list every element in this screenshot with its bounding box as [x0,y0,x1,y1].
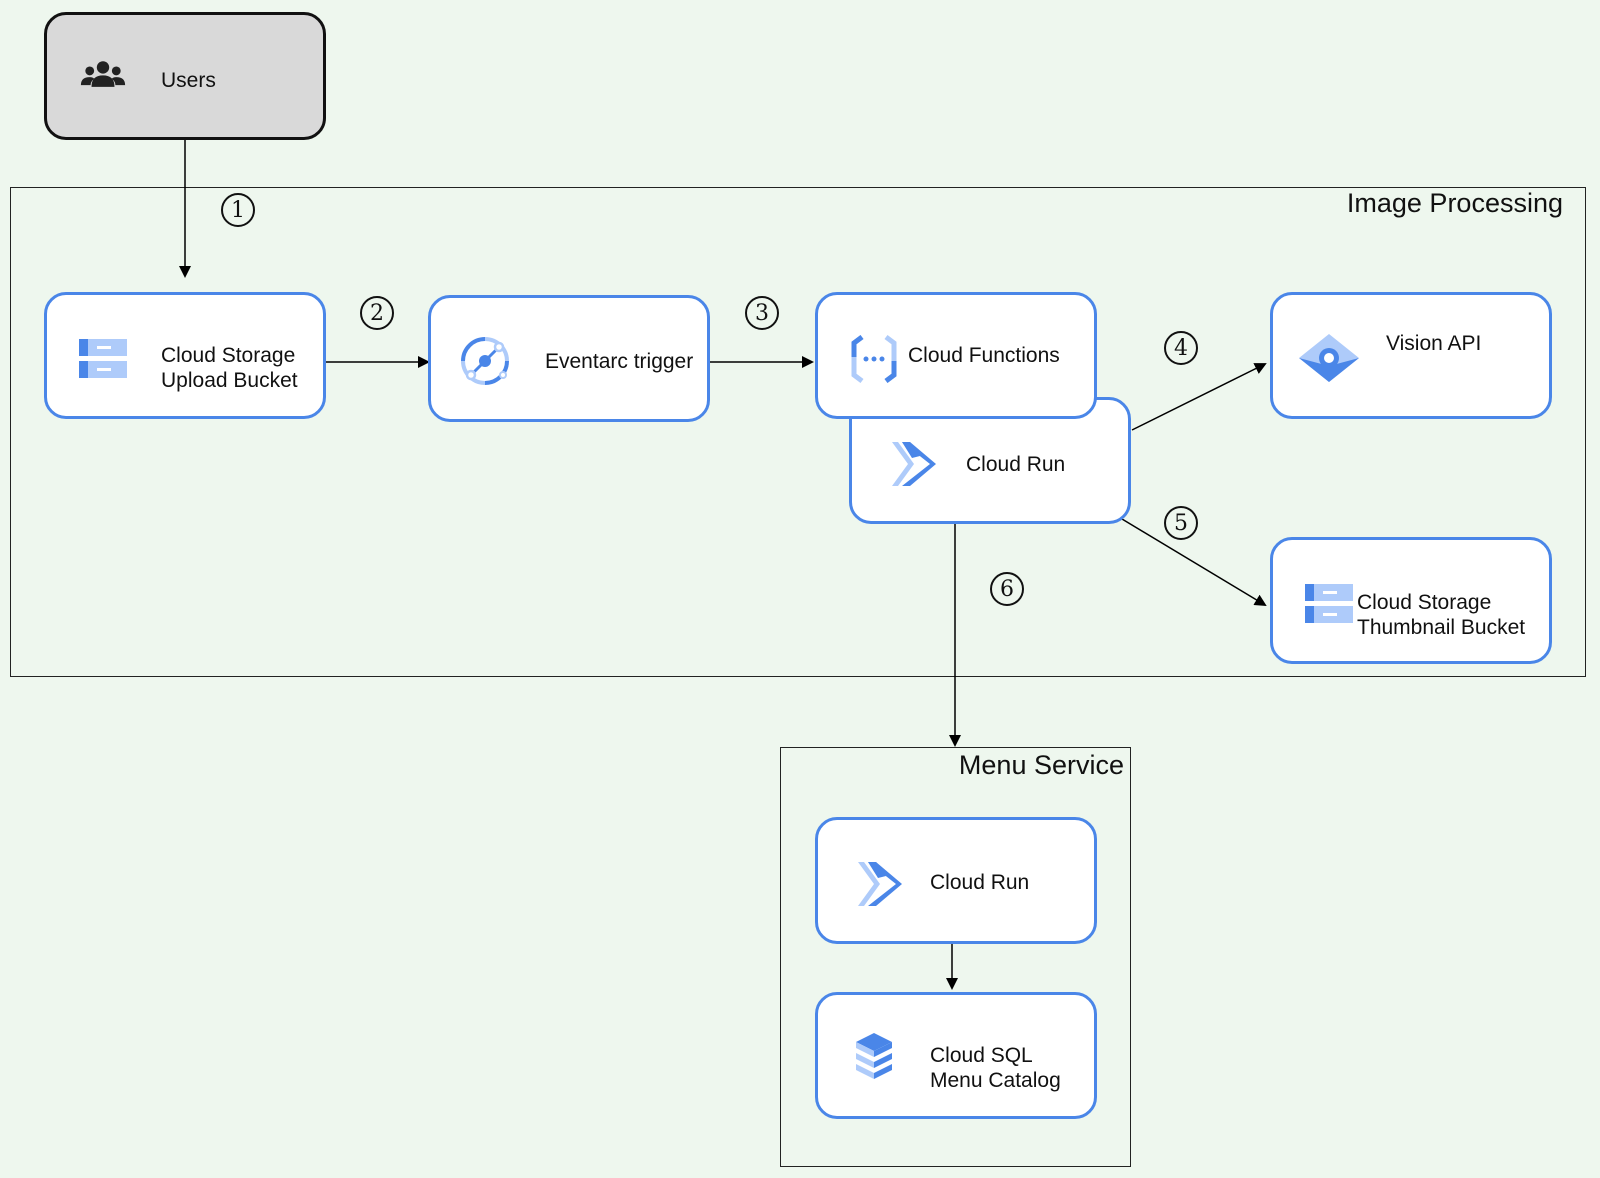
cloud-storage-icon [1305,584,1353,623]
menu-service-title: Menu Service [958,750,1124,780]
upload-bucket-label-line1: Cloud Storage [161,344,296,367]
upload-bucket-node[interactable]: Cloud Storage Upload Bucket [44,292,326,419]
upload-bucket-label-line2: Upload Bucket [161,369,298,392]
thumbnail-bucket-node[interactable]: Cloud Storage Thumbnail Bucket [1270,537,1552,664]
eventarc-label: Eventarc trigger [545,350,694,373]
vision-api-label: Vision API [1386,332,1482,355]
edge-run-to-thumbnail [1121,518,1267,607]
image-processing-title: Image Processing [1346,188,1563,218]
cloud-functions-label: Cloud Functions [908,344,1060,367]
users-node[interactable]: Users [44,12,326,140]
image-processing-group: Image Processing [10,187,1586,677]
cloud-run-menu-node[interactable]: Cloud Run [815,817,1097,944]
step-1-marker: 1 [221,193,255,227]
cloud-functions-icon [851,335,897,383]
vision-api-icon [1299,334,1359,382]
menu-service-group: Menu Service [780,747,1131,1167]
step-4-marker: 4 [1164,331,1198,365]
step-3-marker: 3 [745,296,779,330]
cloud-storage-icon [79,339,127,378]
cloud-run-icon [858,862,902,906]
eventarc-icon [461,337,509,385]
users-icon [80,61,126,87]
cloud-sql-node[interactable]: Cloud SQL Menu Catalog [815,992,1097,1119]
cloud-sql-icon [856,1033,892,1079]
eventarc-node[interactable]: Eventarc trigger [428,295,710,422]
thumbnail-bucket-label-line1: Cloud Storage [1357,591,1492,614]
vision-api-node[interactable]: Vision API [1270,292,1552,419]
step-5-marker: 5 [1164,506,1198,540]
cloud-sql-label-line2: Menu Catalog [930,1069,1061,1092]
thumbnail-bucket-label-line2: Thumbnail Bucket [1357,616,1526,639]
step-6-marker: 6 [990,572,1024,606]
edge-run-to-vision [1131,363,1267,431]
cloud-run-menu-label: Cloud Run [930,871,1030,894]
cloud-functions-node[interactable]: Cloud Functions [815,292,1097,419]
users-label: Users [161,69,216,92]
cloud-run-processing-label: Cloud Run [966,453,1066,476]
step-2-marker: 2 [360,296,394,330]
cloud-run-icon [892,442,936,486]
cloud-sql-label-line1: Cloud SQL [930,1044,1033,1067]
